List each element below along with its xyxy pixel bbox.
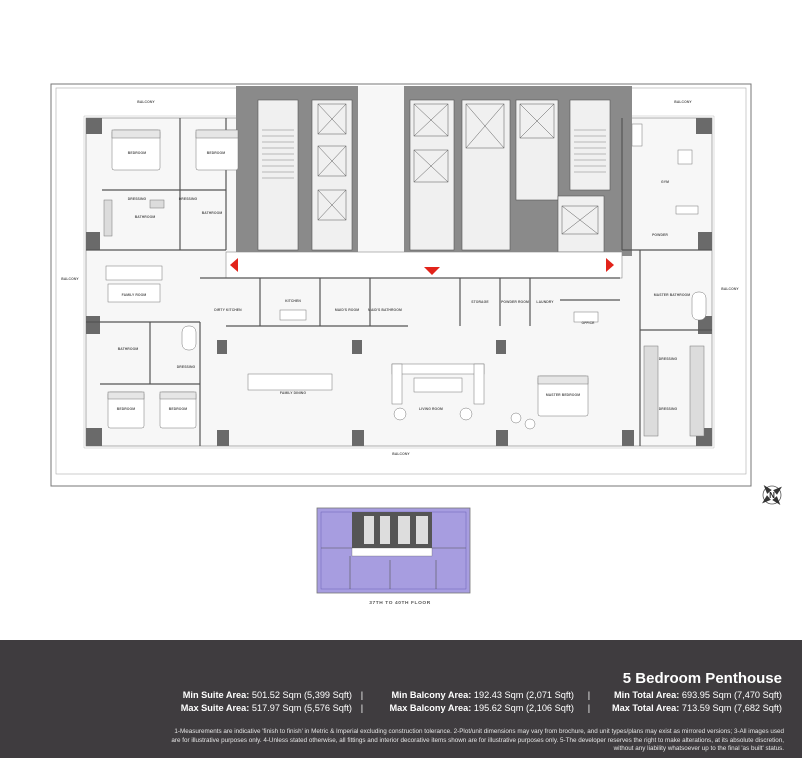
area-row-max: Max Suite Area: 517.97 Sqm (5,576 Sqft) … [0, 703, 802, 717]
north-compass: N [762, 485, 782, 505]
room-label-dressing-2: DRESSING [179, 197, 198, 201]
separator: | [360, 703, 364, 713]
room-label-gym: GYM [661, 180, 669, 184]
room-label-bedroom-2: BEDROOM [207, 151, 225, 155]
room-label-kitchen: KITCHEN [285, 299, 301, 303]
glazing [83, 115, 715, 449]
room-label-powder-room: POWDER ROOM [501, 300, 529, 304]
separator: | [587, 703, 591, 713]
min-suite-area: Min Suite Area: 501.52 Sqm (5,399 Sqft) [183, 690, 352, 700]
room-label-laundry: LAUNDRY [536, 300, 554, 304]
min-balcony-area-label: Min Balcony Area: [391, 690, 472, 700]
unit-title: 5 Bedroom Penthouse [622, 670, 782, 687]
room-label-master-bathroom: MASTER BATHROOM [654, 293, 691, 297]
room-label-dressing-1: DRESSING [128, 197, 147, 201]
min-total-area-value: 693.95 Sqm (7,470 Sqft) [681, 690, 782, 700]
floor-plan: BALCONY BALCONY BALCONY BALCONY BALCONY … [50, 83, 782, 606]
floor-range-label: 37TH TO 40TH FLOOR [369, 600, 431, 606]
room-label-master-bedroom: MASTER BEDROOM [546, 393, 580, 397]
lobby-corridor [225, 251, 623, 279]
min-total-area-label: Min Total Area: [613, 690, 680, 700]
room-label-dressing-3: DRESSING [177, 365, 196, 369]
max-total-area: Max Total Area: 713.59 Sqm (7,682 Sqft) [612, 703, 782, 713]
room-label-bedroom-4: BEDROOM [169, 407, 187, 411]
info-footer: 5 Bedroom Penthouse Min Suite Area: 501.… [0, 640, 802, 758]
room-label-balcony-bottom: BALCONY [392, 452, 410, 456]
max-balcony-area: Max Balcony Area: 195.62 Sqm (2,106 Sqft… [389, 703, 574, 713]
disclaimer-line: are for illustrative purposes only. 4-Un… [171, 736, 784, 744]
separator: | [360, 690, 364, 700]
room-label-dirty-kitchen: DIRTY KITCHEN [214, 308, 242, 312]
min-total-area: Min Total Area: 693.95 Sqm (7,470 Sqft) [614, 690, 782, 700]
room-label-balcony-left: BALCONY [61, 277, 79, 281]
separator: | [587, 690, 591, 700]
disclaimer-line: without any liability whatsoever up to t… [613, 745, 784, 753]
room-label-balcony-top-right: BALCONY [674, 100, 692, 104]
compass-north-label: N [769, 491, 775, 500]
room-label-maids-room: MAID'S ROOM [335, 308, 359, 312]
room-label-balcony-right: BALCONY [721, 287, 739, 291]
entrance-arrows [230, 258, 614, 275]
room-label-bathroom-2: BATHROOM [202, 211, 223, 215]
room-label-storage: STORAGE [471, 300, 489, 304]
min-balcony-area: Min Balcony Area: 192.43 Sqm (2,071 Sqft… [392, 690, 574, 700]
room-label-office: OFFICE [581, 321, 595, 325]
key-plan: 37TH TO 40TH FLOOR [316, 507, 471, 606]
room-label-bedroom-3: BEDROOM [117, 407, 135, 411]
area-row-min: Min Suite Area: 501.52 Sqm (5,399 Sqft) … [0, 690, 802, 704]
room-labels: BALCONY BALCONY BALCONY BALCONY BALCONY … [61, 100, 739, 456]
room-label-powder: POWDER [652, 233, 668, 237]
min-suite-area-label: Min Suite Area: [182, 690, 250, 700]
min-balcony-area-value: 192.43 Sqm (2,071 Sqft) [473, 690, 574, 700]
room-label-bedroom-1: BEDROOM [128, 151, 146, 155]
disclaimer-line: 1-Measurements are indicative 'finish to… [174, 728, 784, 735]
min-suite-area-value: 501.52 Sqm (5,399 Sqft) [251, 690, 352, 700]
room-label-dressing-4: DRESSING [659, 357, 678, 361]
max-balcony-area-label: Max Balcony Area: [389, 703, 472, 713]
disclaimer-notes: 1-Measurements are indicative 'finish to… [116, 728, 784, 754]
building-core [236, 86, 632, 256]
room-label-family-room: FAMILY ROOM [122, 293, 147, 297]
max-total-area-label: Max Total Area: [611, 703, 680, 713]
room-label-bathroom-3: BATHROOM [118, 347, 139, 351]
interior-walls [86, 118, 712, 446]
room-label-living-room: LIVING ROOM [419, 407, 443, 411]
max-suite-area-label: Max Suite Area: [180, 703, 250, 713]
room-label-balcony-top-left: BALCONY [137, 100, 155, 104]
max-suite-area-value: 517.97 Sqm (5,576 Sqft) [251, 703, 352, 713]
room-label-family-dining: FAMILY DINING [280, 391, 306, 395]
max-suite-area: Max Suite Area: 517.97 Sqm (5,576 Sqft) [181, 703, 352, 713]
room-label-maids-bathroom: MAID'S BATHROOM [368, 308, 402, 312]
max-total-area-value: 713.59 Sqm (7,682 Sqft) [681, 703, 782, 713]
max-balcony-area-value: 195.62 Sqm (2,106 Sqft) [473, 703, 574, 713]
room-label-bathroom-1: BATHROOM [135, 215, 156, 219]
room-label-dressing-5: DRESSING [659, 407, 678, 411]
furniture [103, 123, 707, 437]
